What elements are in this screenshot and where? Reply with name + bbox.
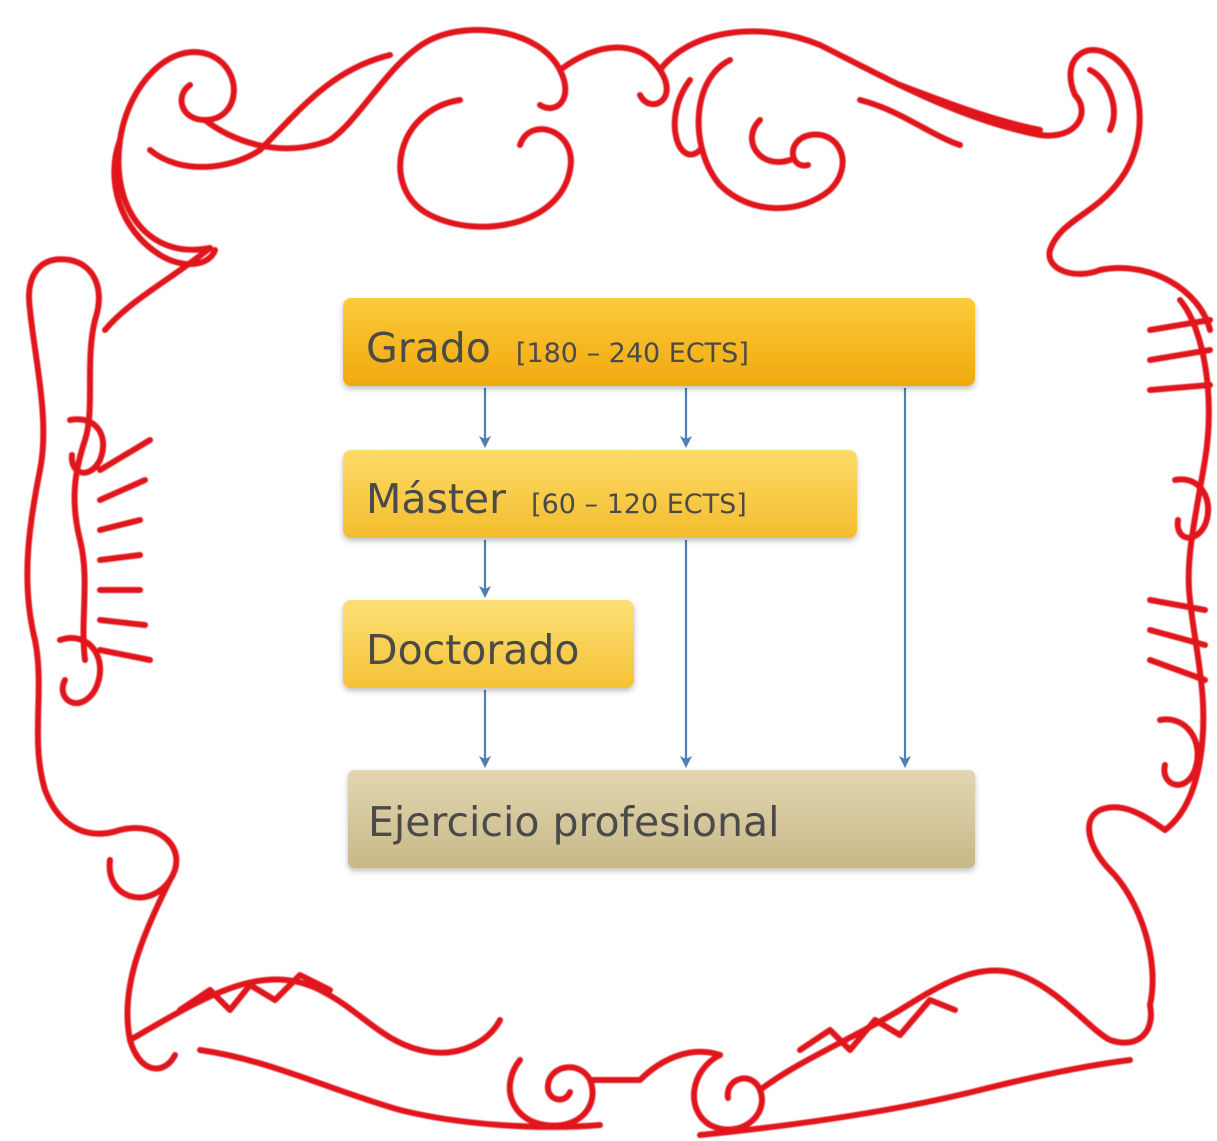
frame-top-left-scroll (115, 49, 237, 253)
node-master-ects: [60 – 120 ECTS] (531, 489, 747, 520)
svg-text:Máster [60 – 120 ECTS]: Máster [60 – 120 ECTS] (366, 475, 747, 523)
node-doctorado-label: Doctorado (366, 626, 579, 674)
node-grado-ects: [180 – 240 ECTS] (516, 338, 749, 369)
node-master (343, 450, 857, 538)
svg-text:Grado [180 – 240 ECTS]: Grado [180 – 240 ECTS] (366, 324, 749, 372)
node-ejercicio (348, 770, 975, 868)
node-grado (343, 298, 975, 386)
frame-bottom-left-scroll (106, 825, 180, 1072)
frame-top-center-scroll (695, 57, 846, 212)
svg-text:Ejercicio profesional: Ejercicio profesional (368, 798, 780, 846)
node-master-label: Máster (366, 475, 506, 523)
node-doctorado (343, 600, 634, 688)
node-ejercicio-label: Ejercicio profesional (368, 798, 780, 846)
frame-top-right-scroll (1046, 47, 1143, 277)
frame-bottom-center-scroll (506, 1057, 596, 1129)
frame-left-scroll (24, 256, 123, 837)
svg-text:Doctorado: Doctorado (366, 626, 579, 674)
frame-top-center-oval (397, 97, 574, 230)
node-grado-label: Grado (366, 324, 491, 372)
